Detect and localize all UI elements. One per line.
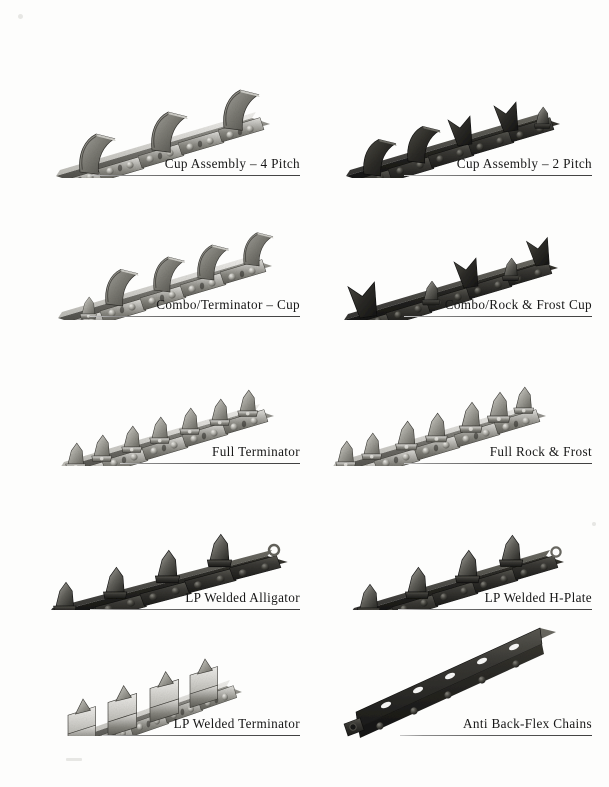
product-photo-lp-welded-alligator <box>30 498 312 610</box>
product-cell[interactable]: LP Welded H-Plate <box>336 498 602 628</box>
label-rule <box>120 463 300 464</box>
scan-speck <box>592 522 596 526</box>
product-cell[interactable]: Cup Assembly – 2 Pitch <box>330 38 602 188</box>
product-label: LP Welded Terminator <box>173 716 300 731</box>
product-photo-lp-welded-h-plate <box>336 498 602 610</box>
product-cell[interactable]: Combo/Rock & Frost Cup <box>330 192 602 338</box>
product-label: Full Rock & Frost <box>489 444 592 459</box>
label-rule <box>102 735 300 736</box>
product-label: Cup Assembly – 2 Pitch <box>456 156 592 171</box>
label-rule <box>90 316 300 317</box>
product-cell[interactable]: Anti Back-Flex Chains <box>336 620 602 754</box>
label-rule <box>400 735 592 736</box>
product-label: Combo/Terminator – Cup <box>156 297 300 312</box>
product-cell[interactable]: Full Rock & Frost <box>318 348 602 482</box>
product-cell[interactable]: LP Welded Alligator <box>30 498 312 628</box>
product-cell[interactable]: Combo/Terminator – Cup <box>42 192 312 338</box>
label-rule <box>90 175 300 176</box>
label-rule <box>90 609 300 610</box>
product-photo-anti-back-flex-chains <box>336 620 602 738</box>
product-label: Cup Assembly – 4 Pitch <box>164 156 300 171</box>
product-label: LP Welded Alligator <box>185 590 300 605</box>
product-label: Full Terminator <box>212 444 300 459</box>
label-rule <box>404 463 592 464</box>
label-rule <box>404 316 592 317</box>
label-rule <box>398 609 592 610</box>
product-cell[interactable]: Cup Assembly – 4 Pitch <box>42 38 312 188</box>
product-label: Combo/Rock & Frost Cup <box>444 297 592 312</box>
product-cell[interactable]: Full Terminator <box>42 348 312 482</box>
product-cell[interactable]: LP Welded Terminator <box>42 632 312 754</box>
product-label: LP Welded H-Plate <box>484 590 592 605</box>
product-label: Anti Back-Flex Chains <box>463 716 592 731</box>
scan-speck <box>18 14 23 19</box>
label-rule <box>404 175 592 176</box>
scan-speck <box>66 758 82 761</box>
